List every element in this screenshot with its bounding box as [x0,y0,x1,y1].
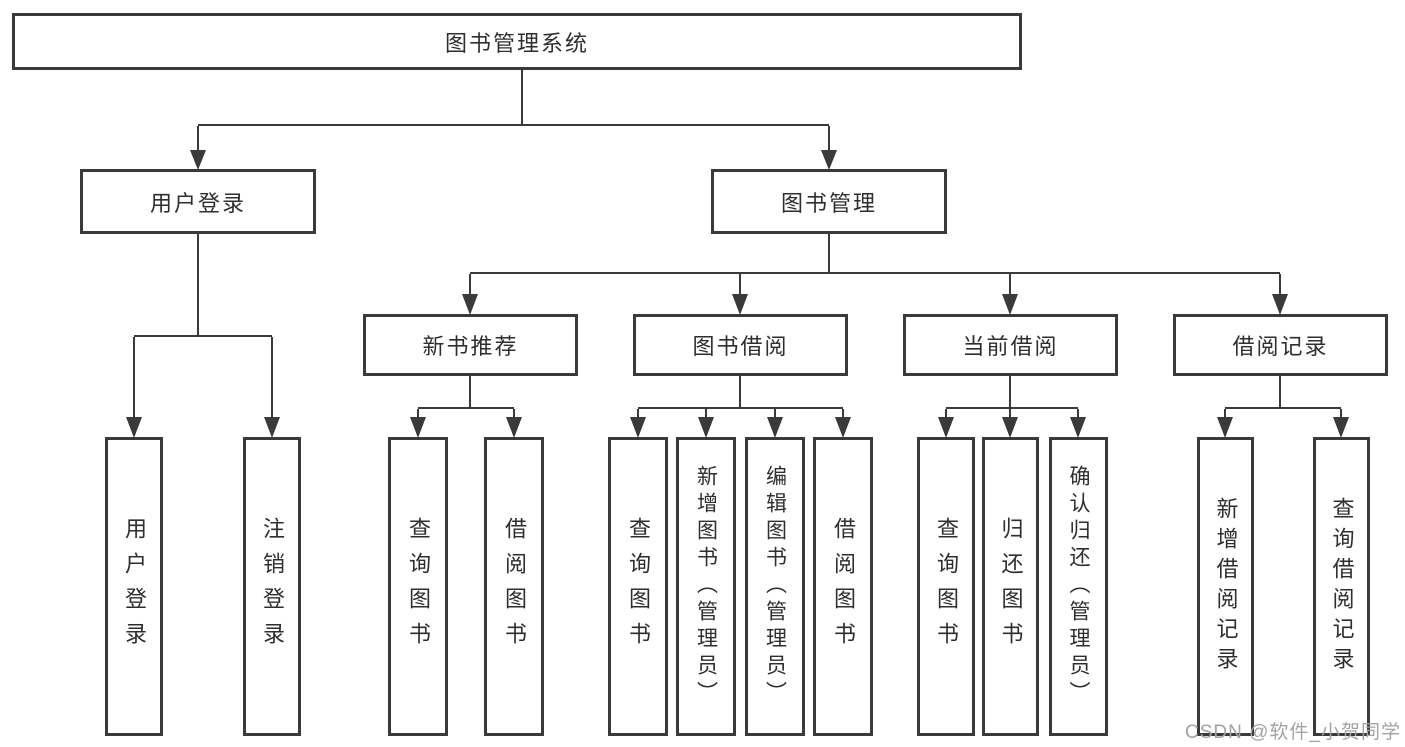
leaf-query-record: 查询借阅记录 [1313,437,1370,736]
leaf-query-record-label: 查询借阅记录 [1329,496,1355,677]
arrow-down-icon [126,417,280,438]
leaf-logout-label: 注销登录 [260,516,285,657]
leaf-add-record: 新增借阅记录 [1197,437,1254,736]
connector-book-mgmt-to-level2 [462,234,1288,315]
node-user-login-label: 用户登录 [149,190,246,216]
arrow-down-icon [630,417,851,438]
connector-current-borrow-to-leaves [938,376,1086,438]
arrow-down-icon [1217,417,1349,438]
connector-user-login-to-leaves [126,234,280,438]
connector-line [133,234,273,419]
connector-root-to-level1 [190,70,837,170]
node-borrow-records: 借阅记录 [1173,314,1388,376]
leaf-query-book-borrow: 查询图书 [608,437,668,736]
leaf-return-book-label: 归还图书 [998,516,1024,657]
csdn-watermark: CSDN @软件_小贺同学 [1185,722,1401,743]
connector-line [417,376,515,419]
arrow-down-icon [938,417,1086,438]
node-book-borrow: 图书借阅 [633,314,848,376]
leaf-borrow-book-rec-label: 借阅图书 [502,516,527,657]
arrow-down-icon [410,417,522,438]
arrow-down-icon [462,294,1288,315]
leaf-confirm-return-label: 确认归还（管理员） [1067,465,1090,708]
node-current-borrow-label: 当前借阅 [962,334,1059,359]
connector-line [1224,376,1342,419]
connector-new-book-rec-to-leaves [410,376,522,438]
leaf-user-login: 用户登录 [105,437,163,736]
node-book-borrow-label: 图书借阅 [692,334,789,359]
leaf-borrow-book-borrow-label: 借阅图书 [831,516,856,657]
node-current-borrow: 当前借阅 [903,314,1118,376]
node-user-login: 用户登录 [80,169,316,234]
node-root-label: 图书管理系统 [444,30,589,56]
leaf-return-book: 归还图书 [982,437,1039,736]
leaf-user-login-label: 用户登录 [122,516,147,657]
connector-line [637,376,844,419]
leaf-add-book-label: 新增图书（管理员） [694,465,718,708]
node-book-mgmt: 图书管理 [711,169,947,234]
leaf-edit-book-label: 编辑图书（管理员） [763,465,787,708]
node-book-mgmt-label: 图书管理 [780,190,877,216]
connector-borrow-records-to-leaves [1217,376,1349,438]
leaf-borrow-book-borrow: 借阅图书 [813,437,873,736]
leaf-query-book-current: 查询图书 [917,437,975,736]
leaf-add-record-label: 新增借阅记录 [1213,496,1239,677]
node-borrow-records-label: 借阅记录 [1232,334,1329,359]
connector-book-borrow-to-leaves [630,376,851,438]
connector-line [945,376,1079,419]
leaf-query-book-current-label: 查询图书 [934,516,959,657]
leaf-query-book-borrow-label: 查询图书 [626,516,651,657]
node-new-book-rec-label: 新书推荐 [422,334,519,359]
node-new-book-rec: 新书推荐 [363,314,578,376]
node-root: 图书管理系统 [12,13,1022,70]
leaf-borrow-book-rec: 借阅图书 [484,437,544,736]
leaf-query-book-rec-label: 查询图书 [406,516,431,657]
connector-line [469,234,1281,296]
leaf-confirm-return: 确认归还（管理员） [1049,437,1108,736]
connector-line [197,70,830,151]
leaf-add-book: 新增图书（管理员） [676,437,736,736]
arrow-down-icon [190,150,837,170]
leaf-edit-book: 编辑图书（管理员） [745,437,805,736]
leaf-logout: 注销登录 [243,437,301,736]
leaf-query-book-rec: 查询图书 [388,437,448,736]
